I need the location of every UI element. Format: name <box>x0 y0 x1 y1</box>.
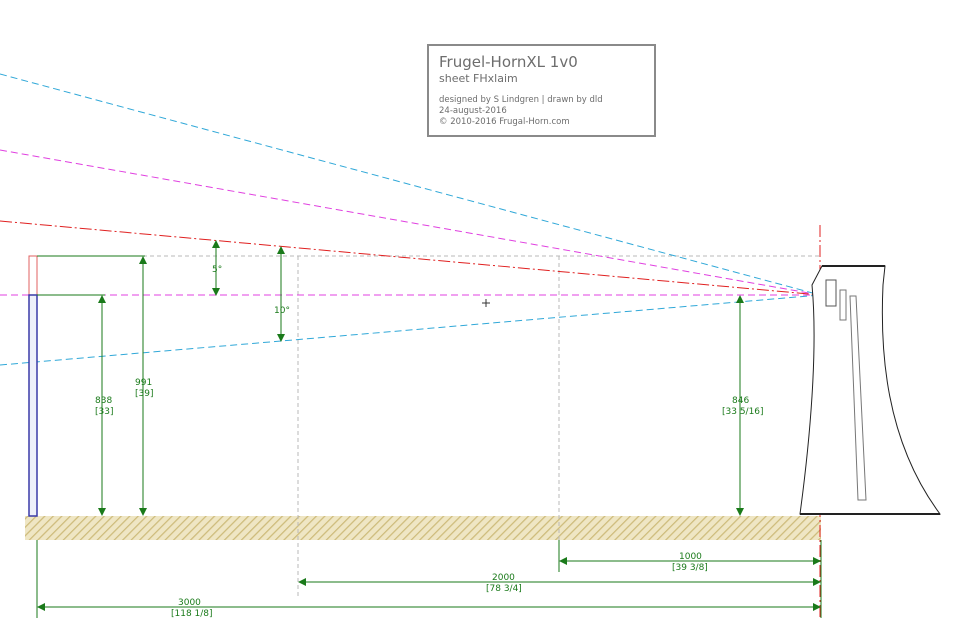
floor-hatch <box>25 516 821 540</box>
distance-2000-in: [78 3/4] <box>486 584 522 594</box>
dispersion-line-red <box>0 220 821 296</box>
distance-1000-mm: 1000 <box>679 552 702 562</box>
angle-10-label: 10° <box>274 306 290 316</box>
center-cross <box>482 299 490 307</box>
height-846-mm: 846 <box>732 396 749 406</box>
distance-2000-mm: 2000 <box>492 573 515 583</box>
distance-extension-lines <box>36 540 822 618</box>
listener-seated-body <box>28 294 38 517</box>
copyright-notice: © 2010-2016 Frugal-Horn.com <box>439 117 570 127</box>
distance-3000-in: [118 1/8] <box>171 609 213 619</box>
dispersion-line-magenta <box>0 149 821 296</box>
horn-speaker <box>799 265 941 515</box>
height-846-in: [33 5/16] <box>722 407 764 417</box>
height-991-mm: 991 <box>135 378 152 388</box>
height-991-in: [39] <box>135 389 153 399</box>
guide-lines <box>45 255 820 596</box>
distance-1000-in: [39 3/8] <box>672 563 708 573</box>
dispersion-line-cyan-lower <box>0 294 821 366</box>
listener-ear-height-marker <box>28 255 38 297</box>
height-838-mm: 838 <box>95 396 112 406</box>
sheet-name: sheet FHxlaim <box>439 72 518 85</box>
dispersion-line-cyan-upper <box>0 73 821 296</box>
drawing-title: Frugel-HornXL 1v0 <box>439 53 578 71</box>
drawing-date: 24-august-2016 <box>439 106 507 116</box>
distance-3000-mm: 3000 <box>178 598 201 608</box>
angle-5-label: 5° <box>212 265 222 275</box>
title-block: Frugel-HornXL 1v0 sheet FHxlaim designed… <box>427 44 656 137</box>
height-838-in: [33] <box>95 407 113 417</box>
designer-credit: designed by S Lindgren | drawn by dld <box>439 95 603 105</box>
